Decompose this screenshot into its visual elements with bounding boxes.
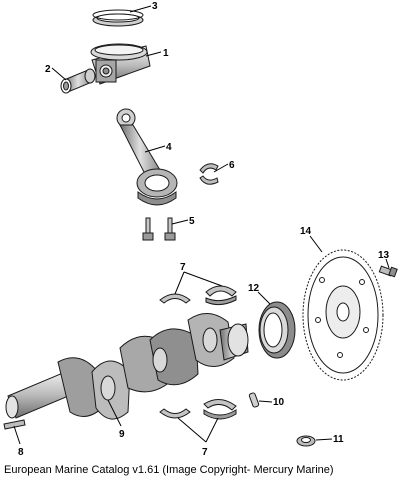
callout-11: 11 <box>333 434 344 445</box>
rear-main-seal <box>258 301 296 359</box>
callout-8: 8 <box>18 447 24 458</box>
callout-4: 4 <box>166 142 172 153</box>
copyright-caption: European Marine Catalog v1.61 (Image Cop… <box>4 464 334 476</box>
callout-6: 6 <box>229 160 235 171</box>
rod-bearings <box>199 163 219 185</box>
rod-bolts <box>142 217 176 241</box>
pilot-pin <box>248 392 260 408</box>
callout-1: 1 <box>163 48 169 59</box>
callout-7-upper: 7 <box>180 262 186 273</box>
leader-lines <box>13 5 390 445</box>
callout-14: 14 <box>300 226 312 237</box>
flywheel-bolt <box>378 265 398 278</box>
washer <box>296 435 316 447</box>
callout-5: 5 <box>189 216 195 227</box>
piston-rings <box>92 9 144 27</box>
callout-9: 9 <box>119 429 125 440</box>
callout-2: 2 <box>45 64 51 75</box>
callout-3: 3 <box>152 1 158 12</box>
callout-13: 13 <box>378 250 390 261</box>
main-bearings-upper <box>159 285 237 306</box>
piston-pin <box>60 68 96 94</box>
piston <box>90 43 151 85</box>
main-bearings-lower <box>159 399 237 420</box>
callout-labels: 1 2 3 4 5 6 7 7 8 9 10 11 12 13 14 <box>18 1 390 458</box>
connecting-rod <box>116 108 178 206</box>
flywheel <box>302 249 384 381</box>
crankshaft-key <box>3 419 26 430</box>
callout-10: 10 <box>273 397 285 408</box>
crankshaft <box>5 313 249 420</box>
callout-7-lower: 7 <box>202 447 208 458</box>
callout-12: 12 <box>248 283 260 294</box>
